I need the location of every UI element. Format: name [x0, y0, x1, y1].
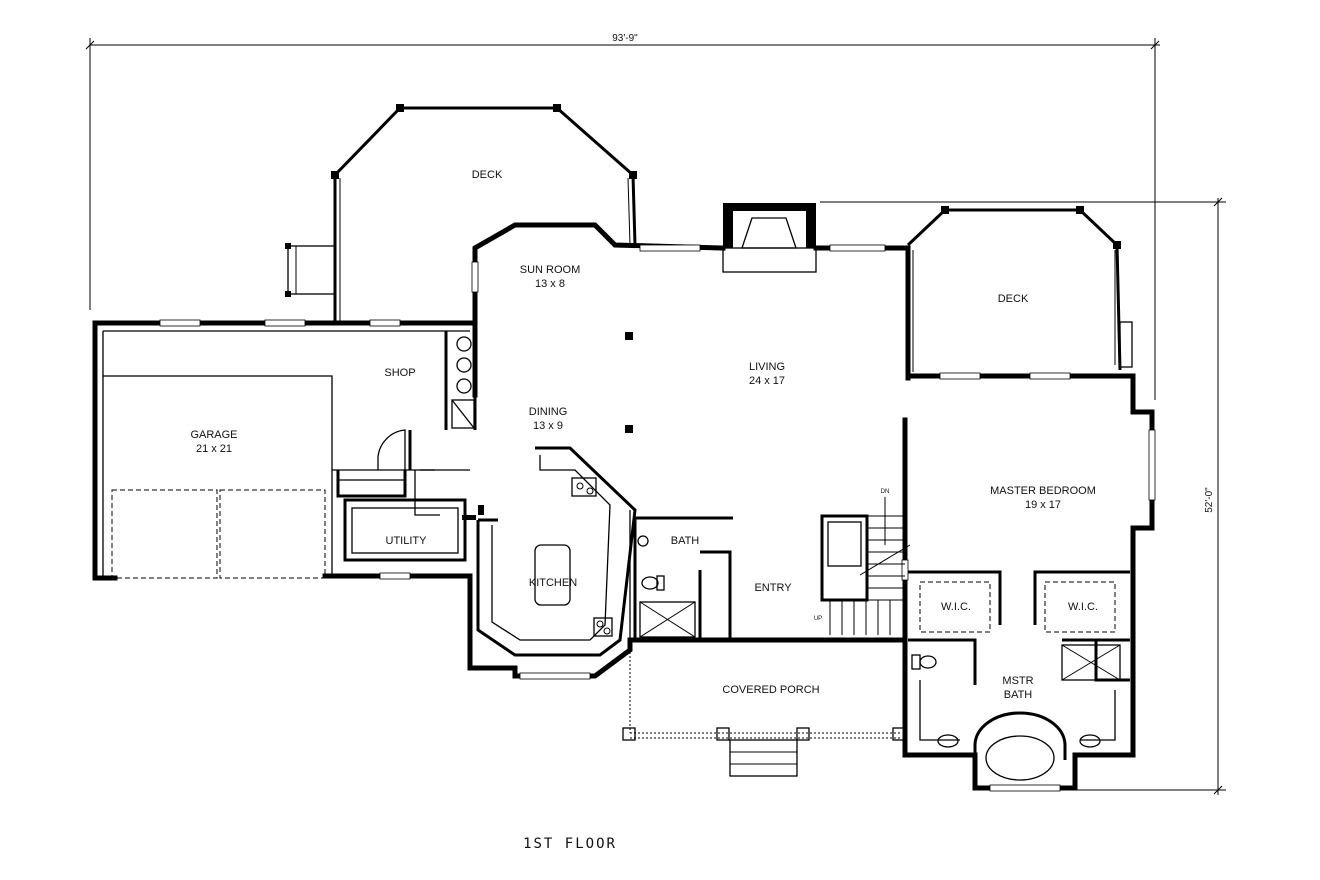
garage-label: GARAGE: [190, 429, 237, 441]
stair-down-label: DN: [881, 489, 890, 495]
covered-porch-label: COVERED PORCH: [722, 684, 819, 696]
shop-label: SHOP: [384, 367, 415, 379]
staircase: [820, 497, 911, 635]
column-post: [625, 332, 633, 340]
sun-room-size: 13 x 8: [535, 278, 565, 290]
deck-right-label: DECK: [998, 293, 1029, 305]
living-label: LIVING: [749, 361, 785, 373]
floor-label: 1ST FLOOR: [523, 836, 617, 852]
garage-size: 21 x 21: [196, 443, 232, 455]
garage-interior: [102, 330, 470, 579]
wic-left-label: W.I.C.: [941, 601, 971, 613]
utility-interior: [336, 469, 476, 562]
living-size: 24 x 17: [749, 375, 785, 387]
exterior-walls: [92, 222, 1155, 791]
width-dimension: 93'-9": [612, 33, 638, 44]
depth-dimension: 52'-0": [1204, 487, 1215, 513]
master-bedroom-size: 19 x 17: [1025, 499, 1061, 511]
fireplace: [722, 203, 817, 273]
stair-up-label: UP: [814, 616, 822, 622]
deck-left-label: DECK: [472, 169, 503, 181]
dining-label: DINING: [529, 406, 568, 418]
dimension-lines: [85, 38, 1226, 795]
bath-label: BATH: [671, 535, 700, 547]
deck-left-outline: [285, 104, 637, 322]
entry-label: ENTRY: [754, 582, 792, 594]
utility-label: UTILITY: [386, 535, 428, 547]
deck-right-outline: [906, 206, 1133, 372]
master-suite-walls: [908, 570, 1130, 781]
shop-interior: [377, 331, 477, 470]
bath-interior: [633, 516, 733, 640]
master-bedroom-label: MASTER BEDROOM: [990, 485, 1096, 497]
column-post: [625, 425, 633, 433]
kitchen-label: KITCHEN: [529, 577, 577, 589]
mstr-bath-label-2: BATH: [1004, 689, 1033, 701]
dining-size: 13 x 9: [533, 420, 563, 432]
mstr-bath-label: MSTR: [1002, 675, 1033, 687]
kitchen-counters: [476, 446, 637, 657]
covered-porch: [622, 640, 906, 777]
sun-room-label: SUN ROOM: [520, 264, 581, 276]
wic-right-label: W.I.C.: [1068, 601, 1098, 613]
windows: [159, 244, 1156, 792]
